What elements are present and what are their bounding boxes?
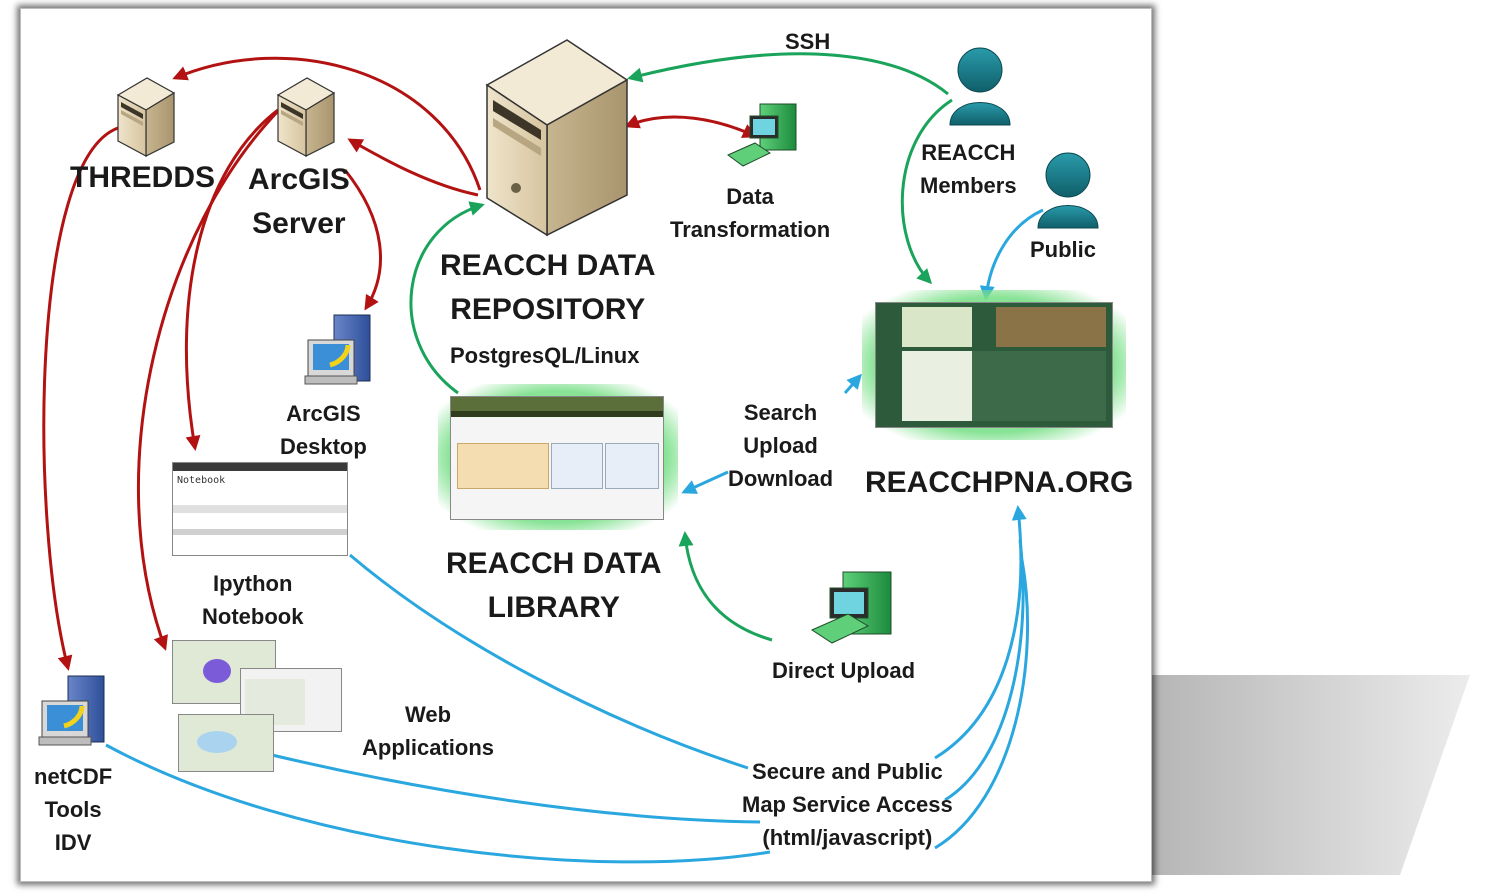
edge-repository-data-transformation: [624, 114, 758, 138]
node-label-reacch-members: REACCH Members: [920, 136, 1017, 202]
thredds-server-icon: [116, 77, 176, 158]
download-line: Download: [728, 466, 834, 491]
web-applications-line-2: Applications: [362, 735, 495, 760]
edge-public-website: [979, 208, 1044, 301]
netcdf-line-2: Tools: [44, 797, 102, 822]
arcgis-server-line-2: Server: [252, 206, 346, 240]
data-transformation-line-2: Transformation: [670, 217, 831, 242]
upload-line: Upload: [743, 433, 818, 458]
netcdf-line-3: IDV: [54, 830, 92, 855]
node-label-arcgis-server: ArcGIS Server: [248, 158, 350, 245]
reacch-members-person-icon: [949, 47, 1011, 126]
edge-label-ssh: SSH: [785, 29, 831, 54]
website-screenshot: [875, 302, 1113, 428]
edge-map-service-website: [934, 505, 1027, 760]
node-label-web-applications: Web Applications: [362, 698, 494, 764]
edge-label-search-upload-download: Search Upload Download: [728, 396, 833, 495]
node-label-direct-upload: Direct Upload: [772, 658, 916, 683]
netcdf-line-1: netCDF: [34, 764, 113, 789]
edge-thredds-netcdf: [42, 126, 119, 671]
reacch-members-line-1: REACCH: [921, 140, 1016, 165]
map-service-line-2: Map Service Access: [742, 792, 953, 817]
arcgis-server-line-1: ArcGIS: [248, 163, 350, 196]
reacch-members-line-2: Members: [920, 173, 1017, 198]
direct-upload-computer-icon: [810, 571, 892, 644]
public-person-icon: [1037, 152, 1099, 229]
node-label-ipython: Ipython Notebook: [202, 567, 303, 633]
edge-library-repository: [409, 201, 485, 395]
node-label-website: REACCHPNA.ORG: [865, 466, 1134, 499]
node-label-library: REACCH DATA LIBRARY: [446, 542, 662, 629]
library-screenshot: [450, 396, 664, 520]
ipython-line-2: Notebook: [202, 604, 304, 629]
ipython-screenshot: Notebook: [172, 462, 348, 556]
edge-map-service-website-2: [944, 539, 1025, 802]
edge-map-service-website-3: [934, 559, 1030, 850]
edge-repository-thredds: [172, 56, 482, 191]
web-applications-line-1: Web: [404, 702, 452, 727]
edge-webapps-map-service: [271, 753, 761, 824]
arcgis-desktop-line-1: ArcGIS: [286, 401, 361, 426]
data-transformation-computer-icon: [727, 103, 797, 167]
repository-server-icon: [485, 39, 629, 237]
edge-arcgis-server-ipython: [184, 108, 279, 451]
netcdf-computer-icon: [38, 675, 105, 746]
node-label-repository-sub: PostgresQL/Linux: [450, 343, 640, 368]
node-label-netcdf: netCDF Tools IDV: [34, 760, 112, 859]
library-line-1: REACCH DATA: [446, 547, 662, 580]
edge-members-repository-ssh: [627, 52, 949, 96]
edge-direct-upload-library: [678, 531, 773, 642]
edge-members-website: [900, 98, 953, 285]
arcgis-desktop-computer-icon: [304, 314, 371, 385]
node-label-thredds: THREDDS: [70, 161, 216, 194]
arcgis-desktop-line-2: Desktop: [280, 434, 367, 459]
ipython-screen-title: Notebook: [177, 475, 226, 486]
node-label-arcgis-desktop: ArcGIS Desktop: [280, 397, 367, 463]
node-label-map-service-access: Secure and Public Map Service Access (ht…: [742, 755, 953, 854]
web-app-screenshot-3: [178, 714, 274, 772]
edge-arcgis-server-arcgis-desktop: [343, 169, 382, 311]
edge-netcdf-map-service: [105, 743, 771, 864]
edge-ipython-map-service: [349, 553, 749, 770]
edge-library-website: [684, 376, 860, 492]
library-line-2: LIBRARY: [487, 590, 620, 624]
repository-line-2: REPOSITORY: [450, 292, 646, 326]
map-service-line-3: (html/javascript): [762, 825, 933, 850]
repository-line-1: REACCH DATA: [440, 249, 656, 282]
edge-repository-arcgis-server: [347, 138, 479, 197]
arcgis-server-icon: [276, 77, 336, 158]
node-label-public: Public: [1030, 237, 1097, 262]
map-service-line-1: Secure and Public: [752, 759, 943, 784]
edge-arcgis-server-web-apps: [136, 104, 285, 651]
node-label-repository: REACCH DATA REPOSITORY: [440, 244, 656, 331]
node-label-data-transformation: Data Transformation: [670, 180, 830, 246]
data-transformation-line-1: Data: [726, 184, 774, 209]
ipython-line-1: Ipython: [213, 571, 293, 596]
search-line: Search: [743, 400, 818, 425]
